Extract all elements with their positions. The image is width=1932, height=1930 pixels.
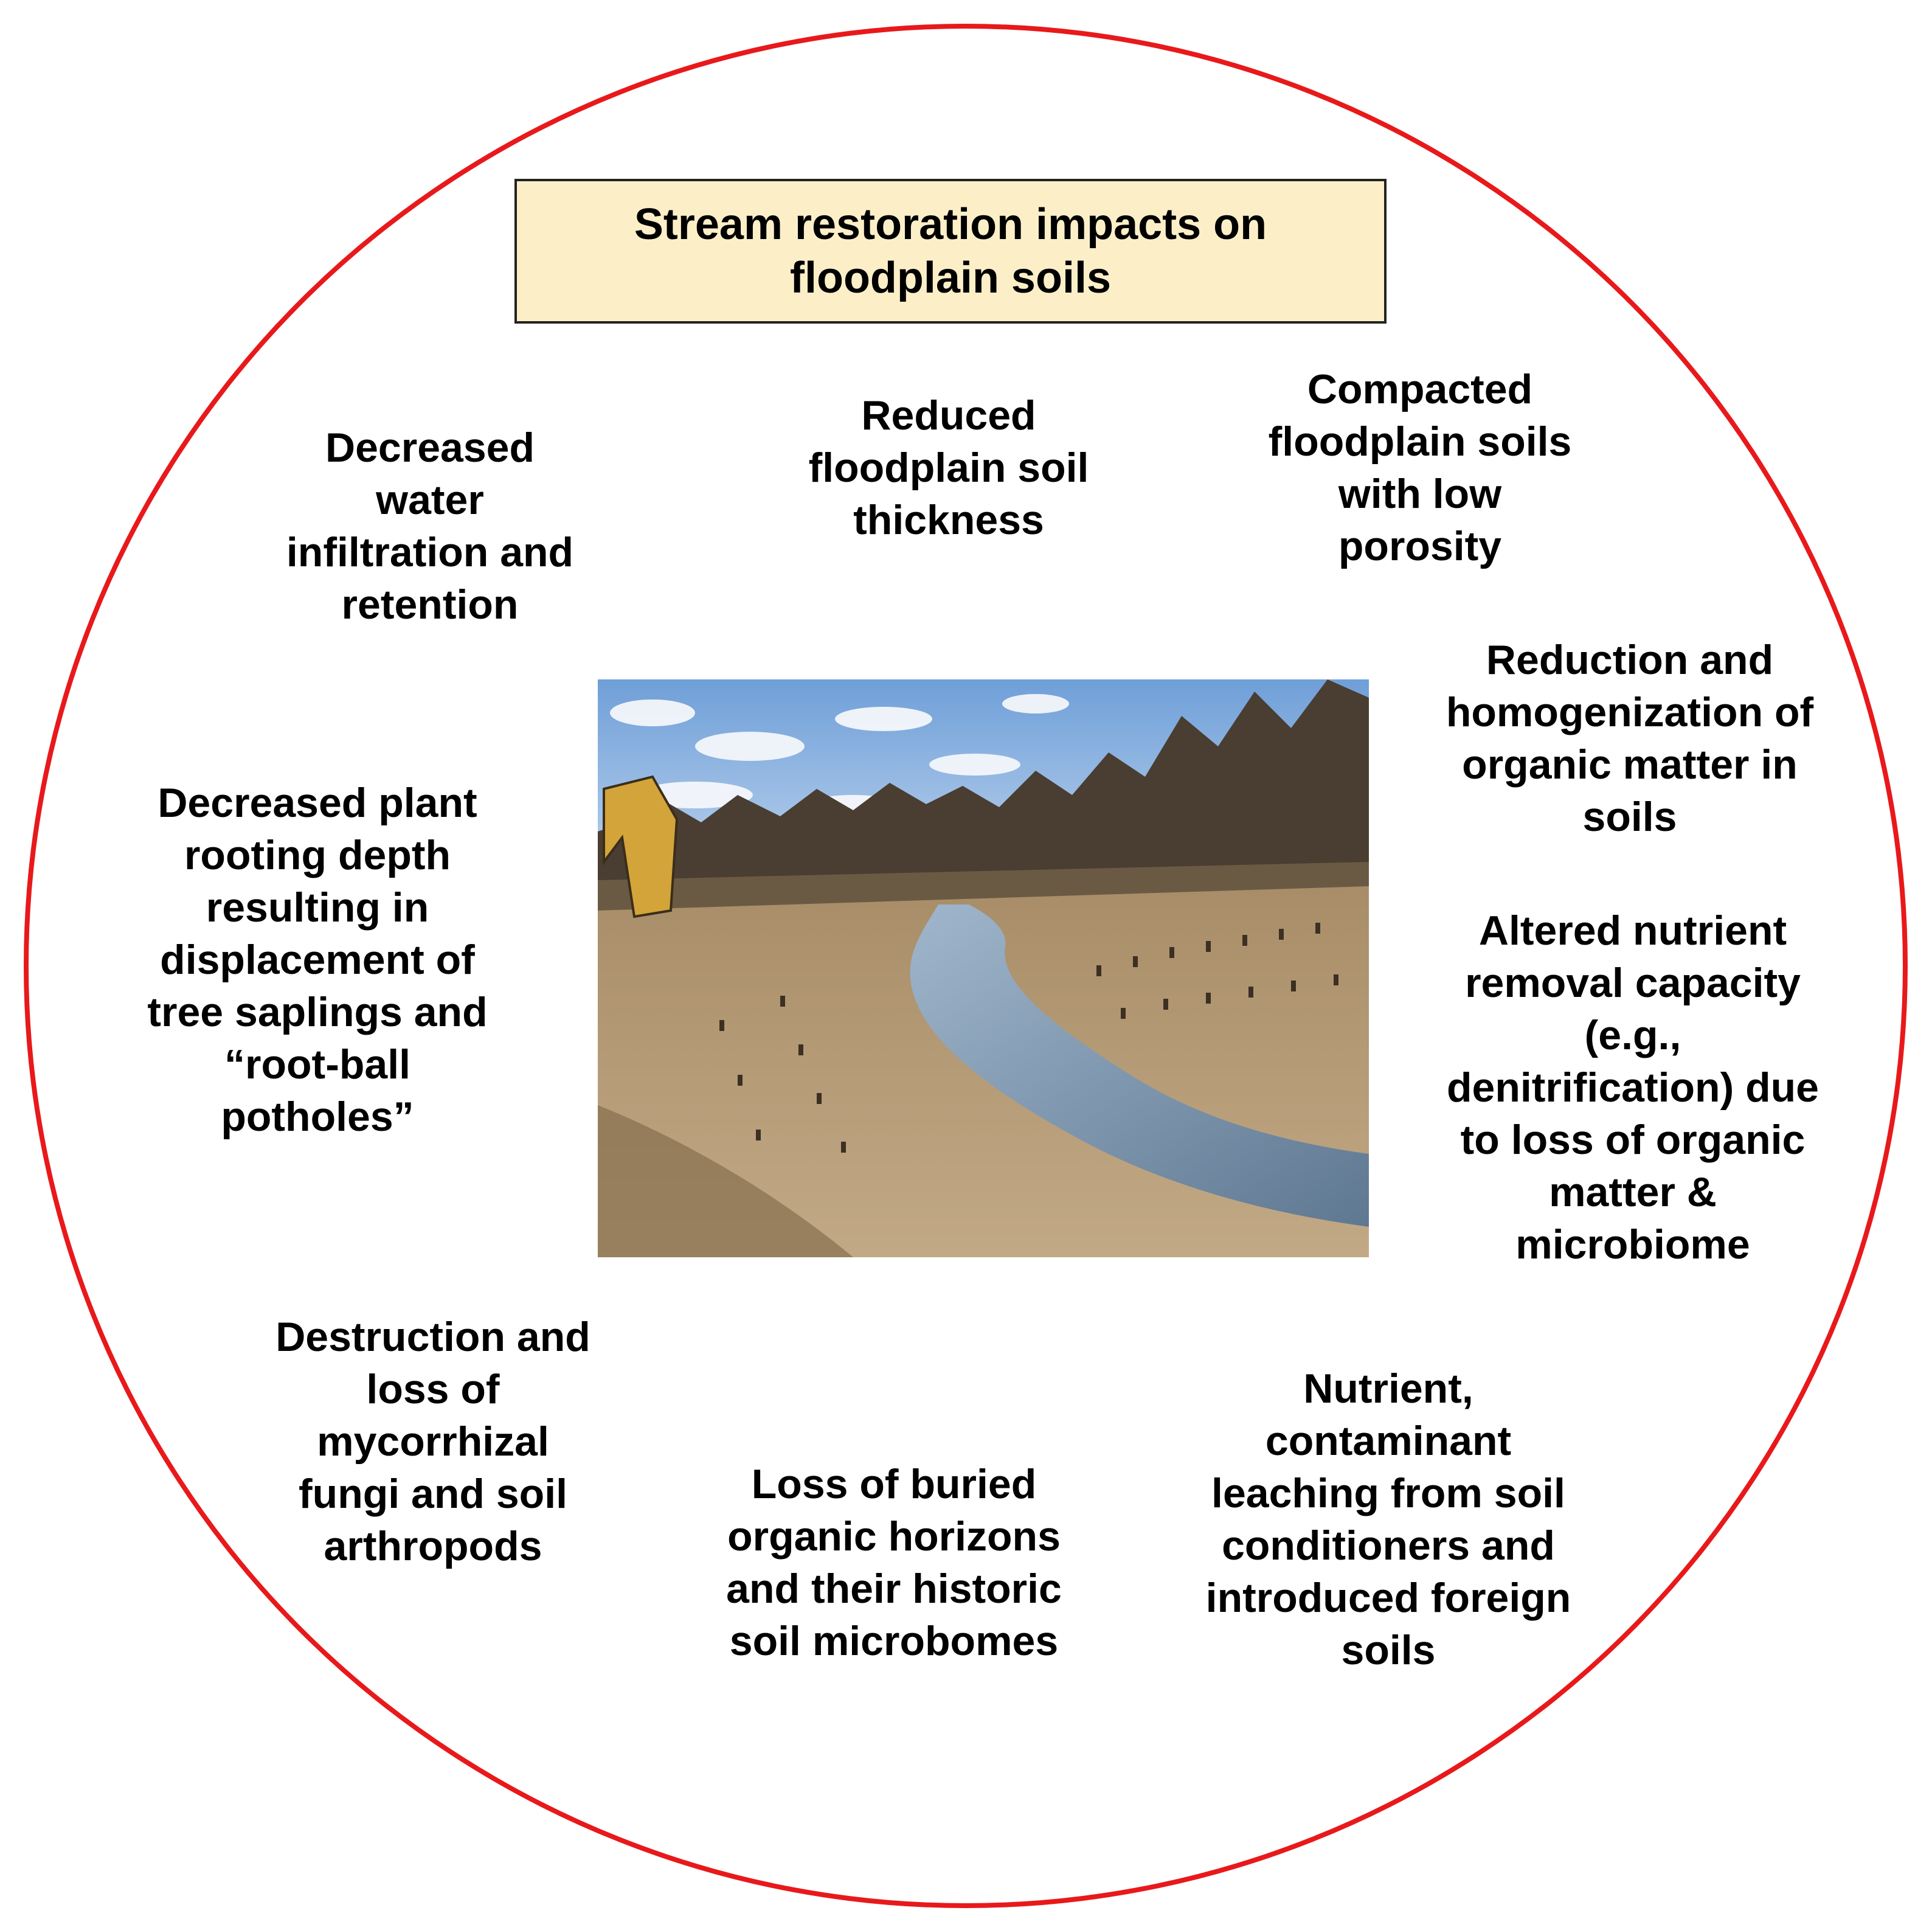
impact-compaction: Compacted floodplain soils with low poro…: [1268, 366, 1572, 569]
stream-restoration-photo: [598, 679, 1369, 1257]
title-box: Stream restoration impacts on floodplain…: [514, 179, 1387, 324]
impact-organic-matter: Reduction and homogenization of organic …: [1446, 637, 1814, 840]
ring-circle: [24, 24, 1908, 1908]
impact-soil-thickness: Reduced floodplain soil thickness: [808, 392, 1089, 543]
impact-rooting-depth: Decreased plant rooting depth resulting …: [147, 780, 488, 1140]
photo-treeline: [598, 679, 1369, 898]
title-text: Stream restoration impacts on floodplain…: [634, 200, 1267, 302]
impact-leaching: Nutrient, contaminant leaching from soil…: [1205, 1366, 1571, 1673]
photo-stream: [910, 904, 1369, 1227]
impact-nutrient-removal: Altered nutrient removal capacity (e.g.,…: [1447, 908, 1819, 1268]
impact-buried-horizons: Loss of buried organic horizons and thei…: [726, 1461, 1062, 1664]
impact-fungi: Destruction and loss of mycorrhizal fung…: [275, 1314, 590, 1569]
photo-stakes: [719, 923, 1338, 1153]
impact-water-infiltration: Decreased water infiltration and retenti…: [286, 425, 574, 628]
photo-left-bank-shadow: [598, 1105, 853, 1257]
photo-excavator: [603, 775, 679, 918]
